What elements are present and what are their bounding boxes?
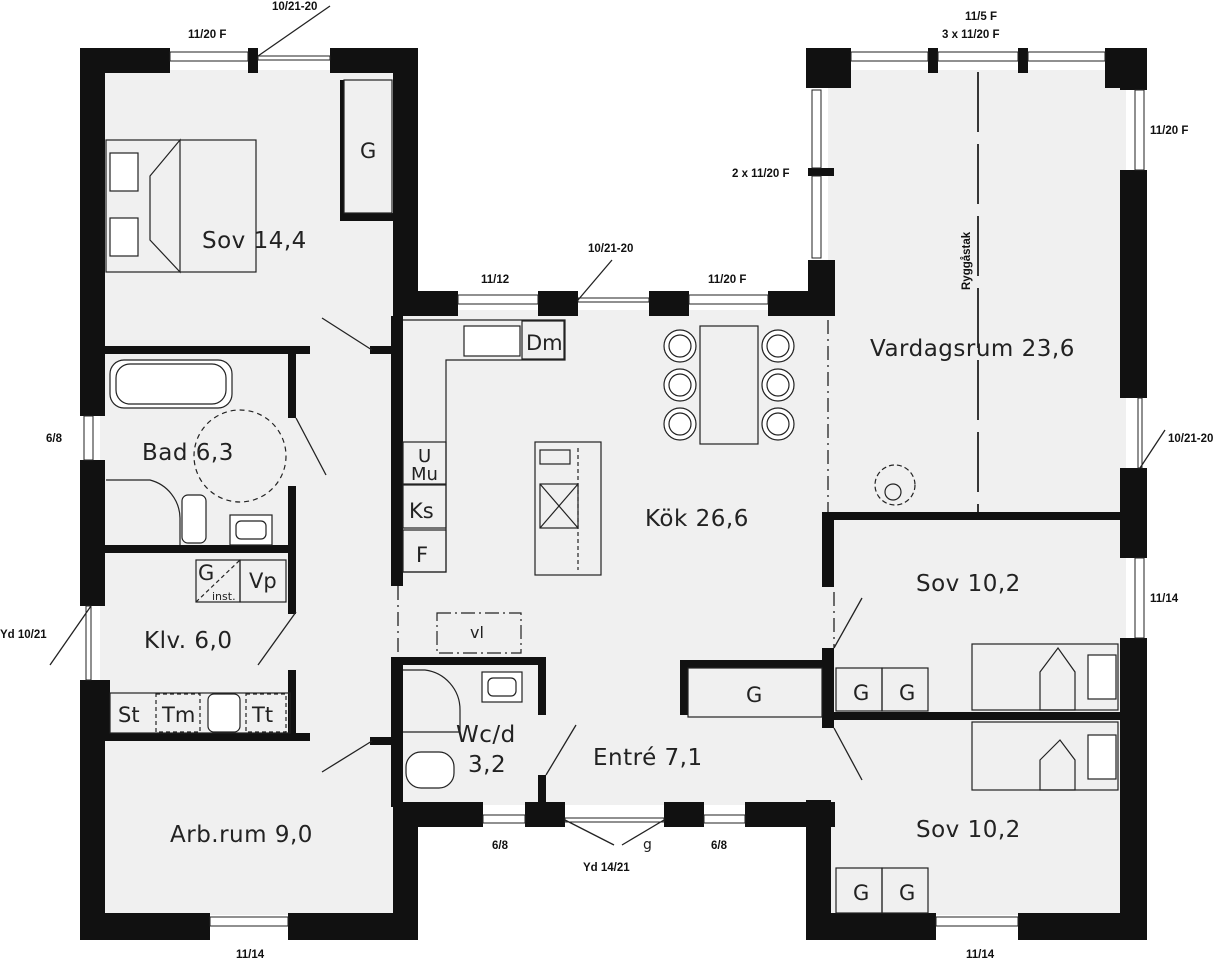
label-entry-window-left: 6/8 [492, 840, 509, 852]
label-top-left-window: 11/20 F [188, 29, 226, 41]
label-living-right-door: 10/21-20 [1168, 433, 1213, 445]
label-inst: inst. [212, 590, 236, 603]
room-labels: Sov 14,4 Bad 6,3 Klv. 6,0 Arb.rum 9,0 Kö… [142, 228, 1075, 848]
label-kitchen-window-left: 11/12 [481, 274, 509, 286]
walls [80, 48, 1147, 940]
door-swings [49, 5, 1166, 846]
label-vp: Vp [249, 569, 277, 593]
label-mu: Mu [411, 464, 438, 485]
label-bottom-left-window: 11/14 [236, 949, 265, 960]
label-tt: Tt [251, 703, 273, 727]
label-ridge: Ryggåstak [961, 231, 973, 290]
furniture [105, 79, 1119, 914]
label-living-right: 11/20 F [1150, 125, 1188, 137]
windows [83, 51, 1145, 927]
label-living-left: 2 x 11/20 F [732, 168, 790, 180]
label-f: F [416, 543, 428, 567]
label-vl: vl [470, 623, 484, 642]
label-living-top-1: 11/5 F [965, 11, 997, 23]
room-wc-line2: 3,2 [468, 752, 506, 778]
label-kitchen-window-right: 11/20 F [708, 274, 746, 286]
label-g-inst: G [198, 561, 214, 585]
label-u: U [418, 446, 431, 467]
label-left-door: Yd 10/21 [0, 629, 47, 641]
label-bath-window: 6/8 [46, 433, 63, 445]
room-kok: Kök 26,6 [645, 506, 749, 532]
room-wc-line1: Wc/d [456, 722, 516, 748]
label-tm: Tm [161, 703, 195, 727]
label-front-door: Yd 14/21 [583, 862, 630, 874]
label-bed3-wardrobe-1: G [853, 881, 869, 905]
room-sov-2: Sov 10,2 [916, 571, 1021, 597]
label-door-g: g [643, 837, 652, 853]
dashed-lines [397, 72, 979, 657]
label-st: St [118, 703, 140, 727]
label-bed2-wardrobe-1: G [853, 681, 869, 705]
label-living-top-2: 3 x 11/20 F [942, 29, 1000, 41]
label-bed2-wardrobe-2: G [899, 681, 915, 705]
label-entry-window-right: 6/8 [711, 840, 728, 852]
label-bottom-right-window: 11/14 [966, 949, 995, 960]
label-entry-wardrobe: G [746, 683, 762, 707]
room-sov-3: Sov 10,2 [916, 817, 1021, 843]
label-ks: Ks [409, 499, 434, 523]
label-bedroom2-window: 11/14 [1150, 593, 1179, 605]
room-bad: Bad 6,3 [142, 440, 234, 466]
room-klv: Klv. 6,0 [144, 628, 233, 654]
label-dishwasher: Dm [526, 331, 563, 355]
room-vardagsrum: Vardagsrum 23,6 [870, 336, 1075, 362]
room-arbrum: Arb.rum 9,0 [170, 822, 313, 848]
room-entre: Entré 7,1 [593, 745, 703, 771]
label-kitchen-door: 10/21-20 [588, 243, 633, 255]
fixture-labels: G Dm U Mu Ks F vl G inst. Vp St Tm Tt G … [118, 139, 915, 905]
label-wardrobe-master: G [360, 139, 376, 163]
room-sov-master: Sov 14,4 [202, 228, 307, 254]
label-bed3-wardrobe-2: G [899, 881, 915, 905]
label-top-left-door: 10/21-20 [272, 1, 317, 13]
